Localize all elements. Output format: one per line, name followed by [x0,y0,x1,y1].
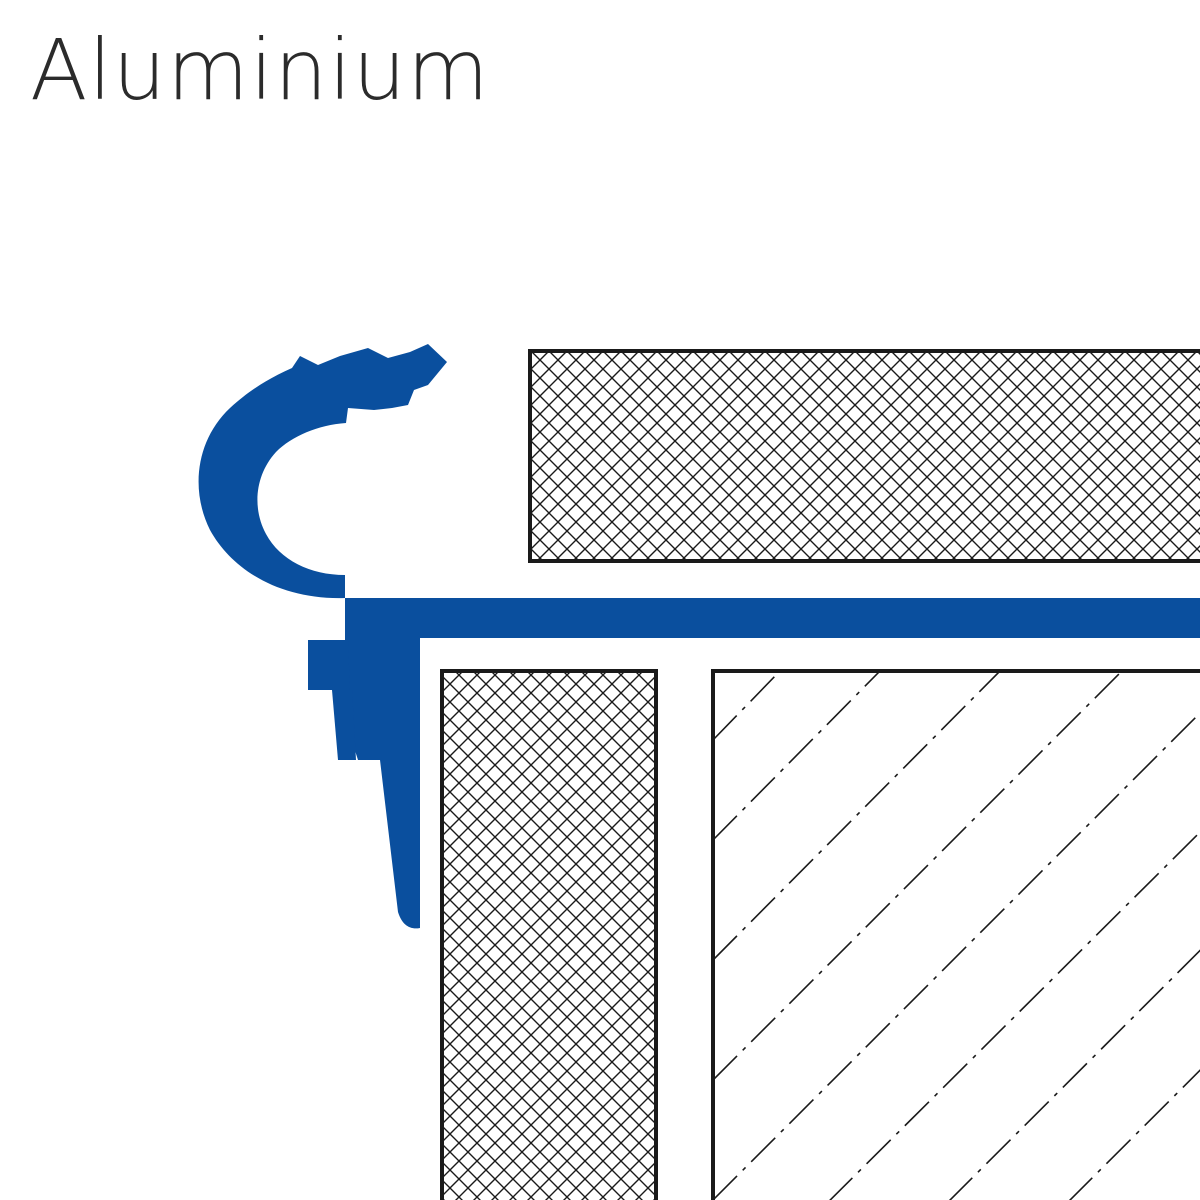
adhesive-bed [440,669,658,1200]
page-title: Aluminium [30,21,490,119]
trim-profile [198,344,1200,929]
top-tile [528,349,1200,563]
substrate [711,669,1200,1200]
